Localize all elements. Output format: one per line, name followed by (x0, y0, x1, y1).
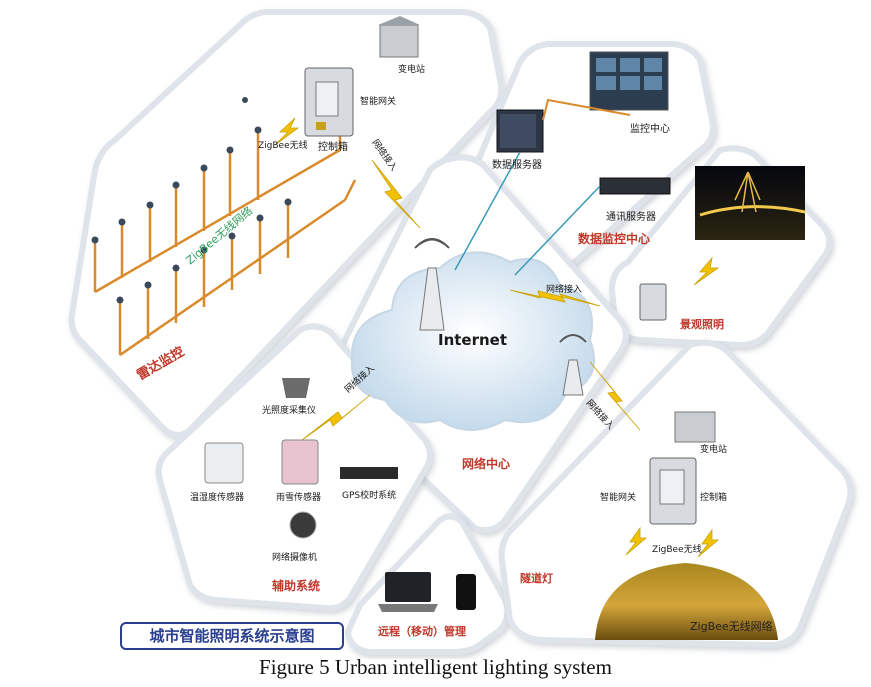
street-light-network (93, 116, 357, 357)
radar-substation-label: 变电站 (398, 63, 425, 75)
landscape-network-access-label: 网络接入 (546, 283, 582, 295)
landscape-box-icon (639, 283, 667, 321)
tunnel-zone-title: 隧道灯 (520, 571, 553, 585)
rain-snow-label: 雨雪传感器 (276, 491, 321, 503)
wireless-bolts (274, 117, 720, 558)
radar-smart-gateway-label: 智能网关 (360, 95, 396, 107)
camera-icon (289, 511, 317, 539)
data-server-label: 数据服务器 (492, 158, 542, 171)
laptop-icon (385, 572, 431, 602)
internet-cloud (350, 251, 595, 431)
figure-caption: Figure 5 Urban intelligent lighting syst… (259, 655, 612, 679)
aux-devices (204, 378, 398, 539)
antenna-tower-icon (414, 238, 450, 331)
tunnel-smart-gateway-label: 智能网关 (600, 491, 636, 503)
antenna-tower-2-icon (559, 334, 587, 396)
temp-humidity-label: 温湿度传感器 (190, 491, 244, 503)
mobile-zone-title: 远程（移动）管理 (378, 624, 466, 638)
landscape-zone-title: 景观照明 (679, 318, 724, 331)
datacenter-zone-title: 数据监控中心 (578, 231, 650, 246)
substation-building-icon (379, 24, 419, 58)
camera-label: 网络摄像机 (272, 551, 317, 563)
aux-zone-title: 辅助系统 (272, 578, 320, 593)
tunnel-control-box-label: 控制箱 (700, 491, 727, 503)
tunnel-zigbee-wireless-label: ZigBee无线 (652, 543, 702, 555)
network-center-label: 网络中心 (462, 456, 510, 471)
light-sensor-icon (282, 378, 310, 398)
light-sensor-label: 光照度采集仪 (262, 404, 316, 416)
radar-control-box-label: 控制箱 (318, 140, 348, 153)
internet-label: Internet (438, 331, 507, 349)
tunnel-photo (595, 563, 778, 640)
radar-zigbee-wireless-label: ZigBee无线 (258, 139, 308, 151)
radar-zone-panel (68, 9, 505, 438)
comm-server-icon (599, 177, 671, 195)
street-lamps (91, 97, 292, 304)
tunnel-substation-icon (674, 411, 716, 443)
tablet-icon (456, 574, 476, 610)
tunnel-substation-label: 变电站 (700, 443, 727, 455)
tunnel-network-access-label: 网络接入 (584, 397, 617, 432)
gps-label: GPS校时系统 (342, 489, 396, 501)
temp-humidity-sensor-icon (204, 442, 244, 484)
rain-snow-sensor-icon (281, 439, 319, 485)
monitor-center-label: 监控中心 (630, 122, 670, 135)
tunnel-zigbee-network-label: ZigBee无线网络 (690, 619, 773, 633)
comm-server-label: 通讯服务器 (606, 210, 656, 223)
gps-device-icon (340, 467, 398, 479)
diagram-legend-title: 城市智能照明系统示意图 (120, 622, 344, 650)
network-links (454, 151, 601, 276)
